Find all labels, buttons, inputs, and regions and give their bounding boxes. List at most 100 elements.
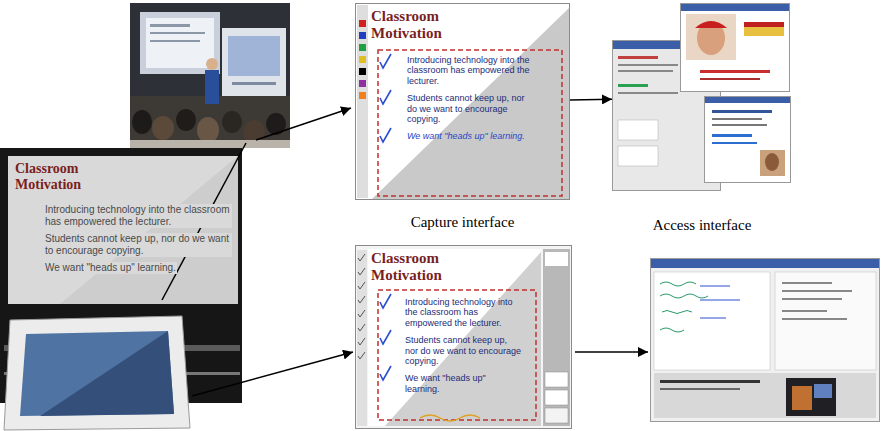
capture-screenshot-part <box>356 4 570 200</box>
capture-screenshot-part <box>359 68 366 75</box>
access-screenshot-part <box>712 110 772 113</box>
capture-screenshot-part <box>357 250 367 426</box>
capture-window: Classroom MotivationIntroducing technolo… <box>355 245 572 428</box>
access-screenshot-part <box>712 134 752 137</box>
access-screenshot-part <box>660 388 740 390</box>
capture-screenshot-part <box>357 5 368 198</box>
capture-screenshot-part <box>359 56 366 63</box>
access-screenshot-part <box>654 373 876 418</box>
capture-screenshot-part <box>545 252 568 266</box>
bullet-text: Introducing technology into the classroo… <box>405 297 522 329</box>
capture-screenshot-part <box>543 249 570 426</box>
classroom-photo-part <box>150 24 190 27</box>
access-screenshot-part <box>686 14 736 60</box>
bullet-text: We want "heads up" learning. <box>407 131 525 142</box>
capture-screenshot-part <box>380 90 391 104</box>
classroom-photo-part <box>152 116 174 140</box>
capture-screenshot-part <box>380 54 391 68</box>
bullet-text: We want "heads up" learning. <box>405 373 522 395</box>
access-screenshot-part <box>618 64 678 66</box>
access-screenshot-part <box>681 4 790 92</box>
access-screenshot-part <box>695 21 727 28</box>
capture-screenshot-part <box>368 249 541 426</box>
pen-tablet-part <box>40 331 174 416</box>
access-screenshot-part <box>681 4 789 11</box>
capture-screenshot <box>356 4 570 200</box>
access-screenshot-part <box>814 384 832 398</box>
classroom-photo-part <box>132 110 152 134</box>
access-screenshot-part <box>618 70 673 72</box>
slide-title: Classroom Motivation <box>14 161 96 193</box>
classroom-photo-part <box>266 113 286 135</box>
classroom-photo <box>130 3 290 148</box>
access-screenshot-part <box>712 142 757 144</box>
access-screenshot-part <box>700 70 770 73</box>
slide-title: Classroom Motivation <box>371 250 461 285</box>
access-screenshot-part <box>782 290 852 292</box>
capture-screenshot-part <box>380 294 391 308</box>
capture-screenshot-part <box>359 20 366 27</box>
bullet-text: Introducing technology into the classroo… <box>44 204 232 228</box>
access-screenshot-part <box>651 259 880 422</box>
capture-screenshot <box>356 246 572 429</box>
access-screenshot-part <box>712 124 767 126</box>
bullet-text: Students cannot keep up, nor do we want … <box>405 335 522 367</box>
access-screenshot-part <box>705 97 791 183</box>
access-screenshot-part <box>765 153 779 171</box>
classroom-photo-part <box>197 117 219 143</box>
access-screenshot-part <box>660 380 760 383</box>
flow-arrow-part <box>256 108 351 140</box>
whiteboard-screen: Classroom MotivationIntroducing technolo… <box>12 158 236 302</box>
access-screenshot-part <box>782 282 832 284</box>
pen-tablet <box>4 316 190 430</box>
capture-screenshot-part <box>380 330 391 344</box>
access-screenshot-part <box>618 92 678 94</box>
capture-screenshot-part <box>545 372 568 387</box>
classroom-photo-part <box>232 82 276 85</box>
slide-title: Classroom Motivation <box>371 8 461 43</box>
classroom-photo-part <box>130 140 290 148</box>
classroom-photo-part <box>150 32 205 34</box>
capture-screenshot-part <box>358 254 365 359</box>
access-screenshot-part <box>712 118 762 120</box>
access-screenshot-part <box>792 386 812 410</box>
access-screenshot <box>651 259 880 422</box>
capture-screenshot-part <box>380 366 391 380</box>
bullet-text: We want "heads up" learning. <box>44 262 177 274</box>
access-screenshot-part <box>618 120 658 140</box>
access-screenshot-part <box>782 298 842 300</box>
access-screenshot <box>613 4 791 191</box>
capture-screenshot-part <box>356 246 572 429</box>
access-screenshot-part <box>786 378 836 416</box>
access-screenshot-part <box>651 259 879 268</box>
capture-screenshot-part <box>545 390 568 405</box>
access-screenshot-part <box>744 22 784 36</box>
access-screenshot-part <box>618 56 658 59</box>
capture-screenshot-part <box>359 80 366 87</box>
access-screenshot-part <box>760 150 785 176</box>
access-screenshot-part <box>618 146 658 166</box>
access-screenshot-part <box>782 318 847 320</box>
interface-caption: Capture interface <box>335 214 590 231</box>
classroom-photo-part <box>140 12 220 74</box>
capture-screenshot-part <box>359 44 366 51</box>
classroom-photo-part <box>146 18 214 68</box>
bullet-text: Students cannot keep up, nor do we want … <box>44 233 232 257</box>
flow-arrow-part <box>575 351 648 353</box>
classroom-photo-part <box>222 28 286 106</box>
capture-screenshot-part <box>380 128 391 142</box>
classroom-photo-part <box>206 58 218 70</box>
flow-arrow <box>570 99 612 101</box>
access-screenshot-part <box>660 282 708 332</box>
capture-screenshot-part <box>378 50 562 196</box>
pen-tablet-part <box>4 316 190 430</box>
capture-screenshot-part <box>420 415 480 421</box>
capture-window: Classroom MotivationIntroducing technolo… <box>355 3 570 200</box>
flow-arrow-part <box>192 352 353 396</box>
whiteboard-cabinet-part <box>8 156 238 304</box>
classroom-photo-part <box>205 70 219 104</box>
access-screenshot-part <box>700 286 740 318</box>
classroom-photo-part <box>222 111 242 133</box>
flow-arrow <box>162 108 648 396</box>
